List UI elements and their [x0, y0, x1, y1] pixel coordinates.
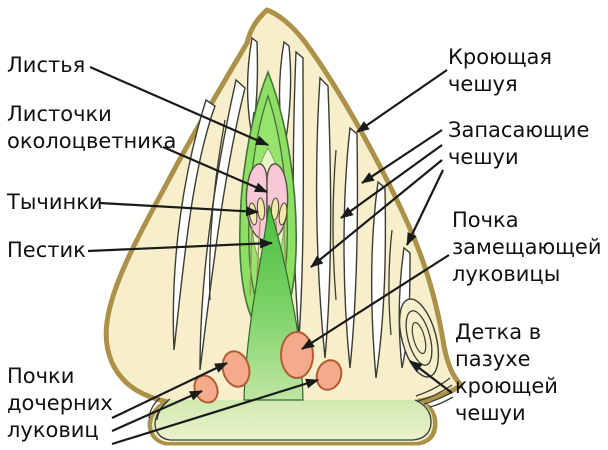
replacement-bulb-bud	[280, 331, 314, 379]
basal-plate-inner-line	[154, 398, 432, 441]
label-leaves: Листья	[7, 53, 86, 77]
daughter-bud	[315, 359, 343, 391]
label-bulblet: Детка в пазухе кроющей чешуи	[455, 320, 558, 425]
label-perianth: Листочки околоцветника	[7, 102, 177, 153]
basal-plate	[152, 400, 433, 442]
label-stamens: Тычинки	[7, 190, 103, 214]
label-daughter-buds: Почки дочерних луковиц	[7, 364, 113, 442]
pointer-arrows	[87, 65, 453, 446]
daughter-buds	[193, 350, 343, 404]
bulblet	[398, 298, 440, 378]
label-pistil: Пестик	[7, 238, 86, 262]
label-replacement-bud: Почка замещающей луковицы	[452, 208, 602, 286]
label-storage-scales: Запасающие чешуи	[448, 118, 590, 169]
label-covering-scale: Кроющая чешуя	[448, 45, 553, 96]
